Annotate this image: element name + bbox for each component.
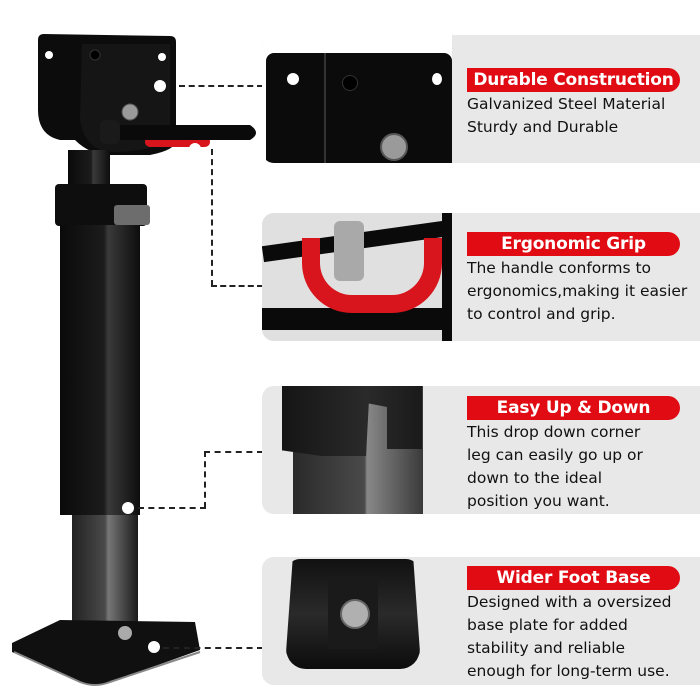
connector-line-2v	[211, 149, 213, 286]
feature-description: Designed with a oversized base plate for…	[467, 593, 672, 680]
feature-title: Easy Up & Down	[467, 396, 680, 420]
callout-dot-foot	[148, 641, 160, 653]
feature-title: Ergonomic Grip	[467, 232, 680, 256]
mounting-bracket-photo	[262, 35, 452, 163]
feature-card-easy-up-down: Easy Up & Down This drop down corner leg…	[262, 386, 700, 514]
callout-dot-bracket	[154, 80, 166, 92]
callout-dot-handle	[189, 143, 201, 155]
feature-card-ergonomic-grip: Ergonomic Grip The handle conforms to er…	[262, 213, 700, 341]
feature-title: Wider Foot Base	[467, 566, 680, 590]
foot-base-photo	[262, 557, 452, 685]
feature-card-durable-construction: Durable Construction Galvanized Steel Ma…	[262, 35, 700, 163]
connector-line-3h-top	[204, 451, 263, 453]
feature-title: Durable Construction	[467, 68, 680, 92]
handle-grip-photo	[262, 213, 452, 341]
feature-description: Galvanized Steel Material Sturdy and Dur…	[467, 95, 666, 136]
feature-description: This drop down corner leg can easily go …	[467, 423, 643, 510]
connector-line-3h-bottom	[138, 507, 206, 509]
leg-notch-photo	[262, 386, 452, 514]
connector-line-3v	[204, 451, 206, 508]
connector-line-2h	[211, 285, 263, 287]
connector-line-4	[163, 647, 263, 649]
product-image	[12, 34, 256, 686]
feature-card-wider-foot-base: Wider Foot Base Designed with a oversize…	[262, 557, 700, 685]
connector-line-1	[179, 85, 263, 87]
feature-description: The handle conforms to ergonomics,making…	[467, 259, 688, 323]
callout-dot-leg	[122, 502, 134, 514]
